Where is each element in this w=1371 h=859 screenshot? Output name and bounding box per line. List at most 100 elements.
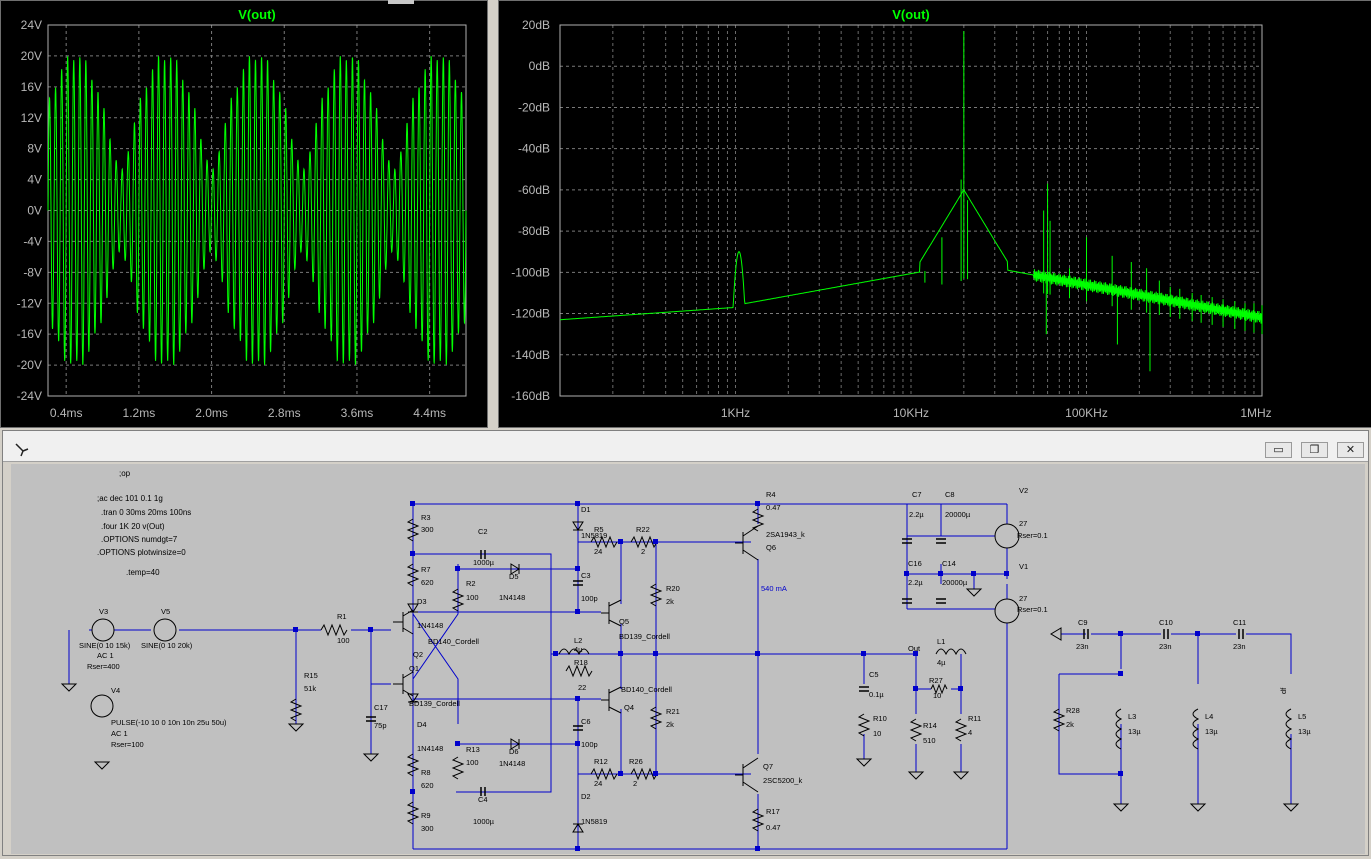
svg-text:D4: D4 (417, 720, 427, 729)
svg-text:2k: 2k (1066, 720, 1074, 729)
schematic-window[interactable]: ▭ ❐ ✕ ;op ;ac dec 101 0.1 1g .tran 0 30m… (2, 430, 1369, 856)
svg-text:1N5819: 1N5819 (581, 531, 607, 540)
svg-text:R12: R12 (594, 757, 608, 766)
vout-fft-trace (560, 189, 1263, 324)
x-tick-label: 100KHz (1065, 406, 1108, 420)
svg-text:1000µ: 1000µ (473, 817, 495, 826)
svg-text:0.47: 0.47 (766, 503, 781, 512)
svg-text:C14: C14 (942, 559, 956, 568)
svg-text:BD140_Cordell: BD140_Cordell (428, 637, 479, 646)
svg-text:Q5: Q5 (619, 617, 629, 626)
x-tick-label: 3.6ms (341, 406, 374, 420)
svg-text:Q2: Q2 (413, 650, 423, 659)
svg-text:PULSE(-10 10 0 10n 10n 25u 50u: PULSE(-10 10 0 10n 10n 25u 50u) (111, 718, 227, 727)
component-labels: V3 SINE(0 10 15k) AC 1 Rser=400 V5 SINE(… (79, 486, 1311, 833)
svg-text:24: 24 (594, 547, 602, 556)
svg-text:100: 100 (337, 636, 350, 645)
minimize-button[interactable]: ▭ (1265, 442, 1292, 458)
svg-text:100: 100 (466, 593, 479, 602)
svg-text:1000µ: 1000µ (473, 558, 495, 567)
svg-text:23n: 23n (1076, 642, 1089, 651)
directive-ac[interactable]: ;ac dec 101 0.1 1g (97, 494, 163, 503)
y-tick-label: -60dB (518, 183, 550, 197)
svg-text:20000µ: 20000µ (945, 510, 971, 519)
svg-text:R10: R10 (873, 714, 887, 723)
trace-label[interactable]: V(out) (892, 7, 930, 22)
close-button[interactable]: ✕ (1337, 442, 1364, 458)
y-tick-label: -40dB (518, 142, 550, 156)
out-net-label: Out (908, 644, 921, 653)
current-annotation: 540 mA (761, 584, 787, 593)
svg-text:300: 300 (421, 824, 434, 833)
svg-text:V1: V1 (1019, 562, 1028, 571)
svg-text:13µ: 13µ (1205, 727, 1218, 736)
svg-text:R20: R20 (666, 584, 680, 593)
directive-temp[interactable]: .temp=40 (126, 568, 160, 577)
svg-text:L4: L4 (1205, 712, 1213, 721)
svg-text:R26: R26 (629, 757, 643, 766)
svg-text:BD139_Cordell: BD139_Cordell (619, 632, 670, 641)
svg-text:V5: V5 (161, 607, 170, 616)
x-tick-label: 1MHz (1240, 406, 1271, 420)
svg-text:2.2µ: 2.2µ (909, 510, 924, 519)
schematic-titlebar[interactable]: ▭ ❐ ✕ (3, 431, 1368, 462)
y-tick-label: 24V (21, 18, 42, 32)
svg-text:R17: R17 (766, 807, 780, 816)
y-tick-label: 0V (27, 204, 42, 218)
restore-button[interactable]: ❐ (1301, 442, 1328, 458)
directive-numdgt[interactable]: .OPTIONS numdgt=7 (101, 535, 178, 544)
svg-text:R13: R13 (466, 745, 480, 754)
window-control[interactable] (388, 0, 414, 4)
svg-text:C10: C10 (1159, 618, 1173, 627)
y-tick-label: -4V (23, 234, 42, 248)
schematic-drawing[interactable]: ;op ;ac dec 101 0.1 1g .tran 0 30ms 20ms… (11, 464, 1365, 854)
svg-text:Rser=0.1: Rser=0.1 (1017, 605, 1048, 614)
directive-four[interactable]: .four 1K 20 v(Out) (101, 522, 165, 531)
svg-text:C4: C4 (478, 795, 488, 804)
y-tick-label: -16V (17, 327, 42, 341)
svg-text:0.1µ: 0.1µ (869, 690, 884, 699)
inductor-symbols (558, 648, 1293, 750)
svg-text:D6: D6 (509, 747, 519, 756)
y-tick-label: 16V (21, 80, 42, 94)
trace-label[interactable]: V(out) (238, 7, 276, 22)
svg-text:2k: 2k (666, 597, 674, 606)
svg-text:R15: R15 (304, 671, 318, 680)
svg-text:C6: C6 (581, 717, 591, 726)
capacitor-symbols (366, 538, 1244, 796)
svg-text:1N4148: 1N4148 (499, 593, 525, 602)
svg-text:R4: R4 (766, 490, 776, 499)
svg-text:R2: R2 (466, 579, 476, 588)
svg-text:C9: C9 (1078, 618, 1088, 627)
directive-plotwinsize[interactable]: .OPTIONS plotwinsize=0 (97, 548, 186, 557)
svg-text:R11: R11 (968, 714, 981, 723)
svg-text:R3: R3 (421, 513, 431, 522)
svg-text:C5: C5 (869, 670, 879, 679)
fft-plot[interactable]: 20dB0dB-20dB-40dB-60dB-80dB-100dB-120dB-… (499, 1, 1371, 427)
svg-text:4: 4 (968, 728, 972, 737)
svg-text:300: 300 (421, 525, 434, 534)
y-tick-label: -100dB (511, 265, 550, 279)
y-tick-label: -8V (23, 265, 42, 279)
svg-text:75p: 75p (374, 721, 387, 730)
x-tick-label: 10KHz (893, 406, 929, 420)
transient-plot[interactable]: 24V20V16V12V8V4V0V-4V-8V-12V-16V-20V-24V… (1, 1, 487, 427)
svg-text:1N4148: 1N4148 (417, 621, 443, 630)
schematic-canvas[interactable]: ;op ;ac dec 101 0.1 1g .tran 0 30ms 20ms… (11, 464, 1365, 854)
schematic-app-icon (15, 443, 29, 457)
y-tick-label: -160dB (511, 389, 550, 403)
y-tick-label: -12V (17, 296, 42, 310)
directive-op[interactable]: ;op (119, 469, 131, 478)
directive-tran[interactable]: .tran 0 30ms 20ms 100ns (101, 508, 191, 517)
y-tick-label: 12V (21, 111, 42, 125)
x-tick-label: 2.8ms (268, 406, 301, 420)
svg-text:V3: V3 (99, 607, 108, 616)
svg-text:R7: R7 (421, 565, 431, 574)
svg-text:Rser=0.1: Rser=0.1 (1017, 531, 1048, 540)
svg-text:Q1: Q1 (409, 664, 419, 673)
vout-time-trace (47, 56, 467, 365)
y-tick-label: 20dB (522, 18, 550, 32)
svg-text:D5: D5 (509, 572, 519, 581)
